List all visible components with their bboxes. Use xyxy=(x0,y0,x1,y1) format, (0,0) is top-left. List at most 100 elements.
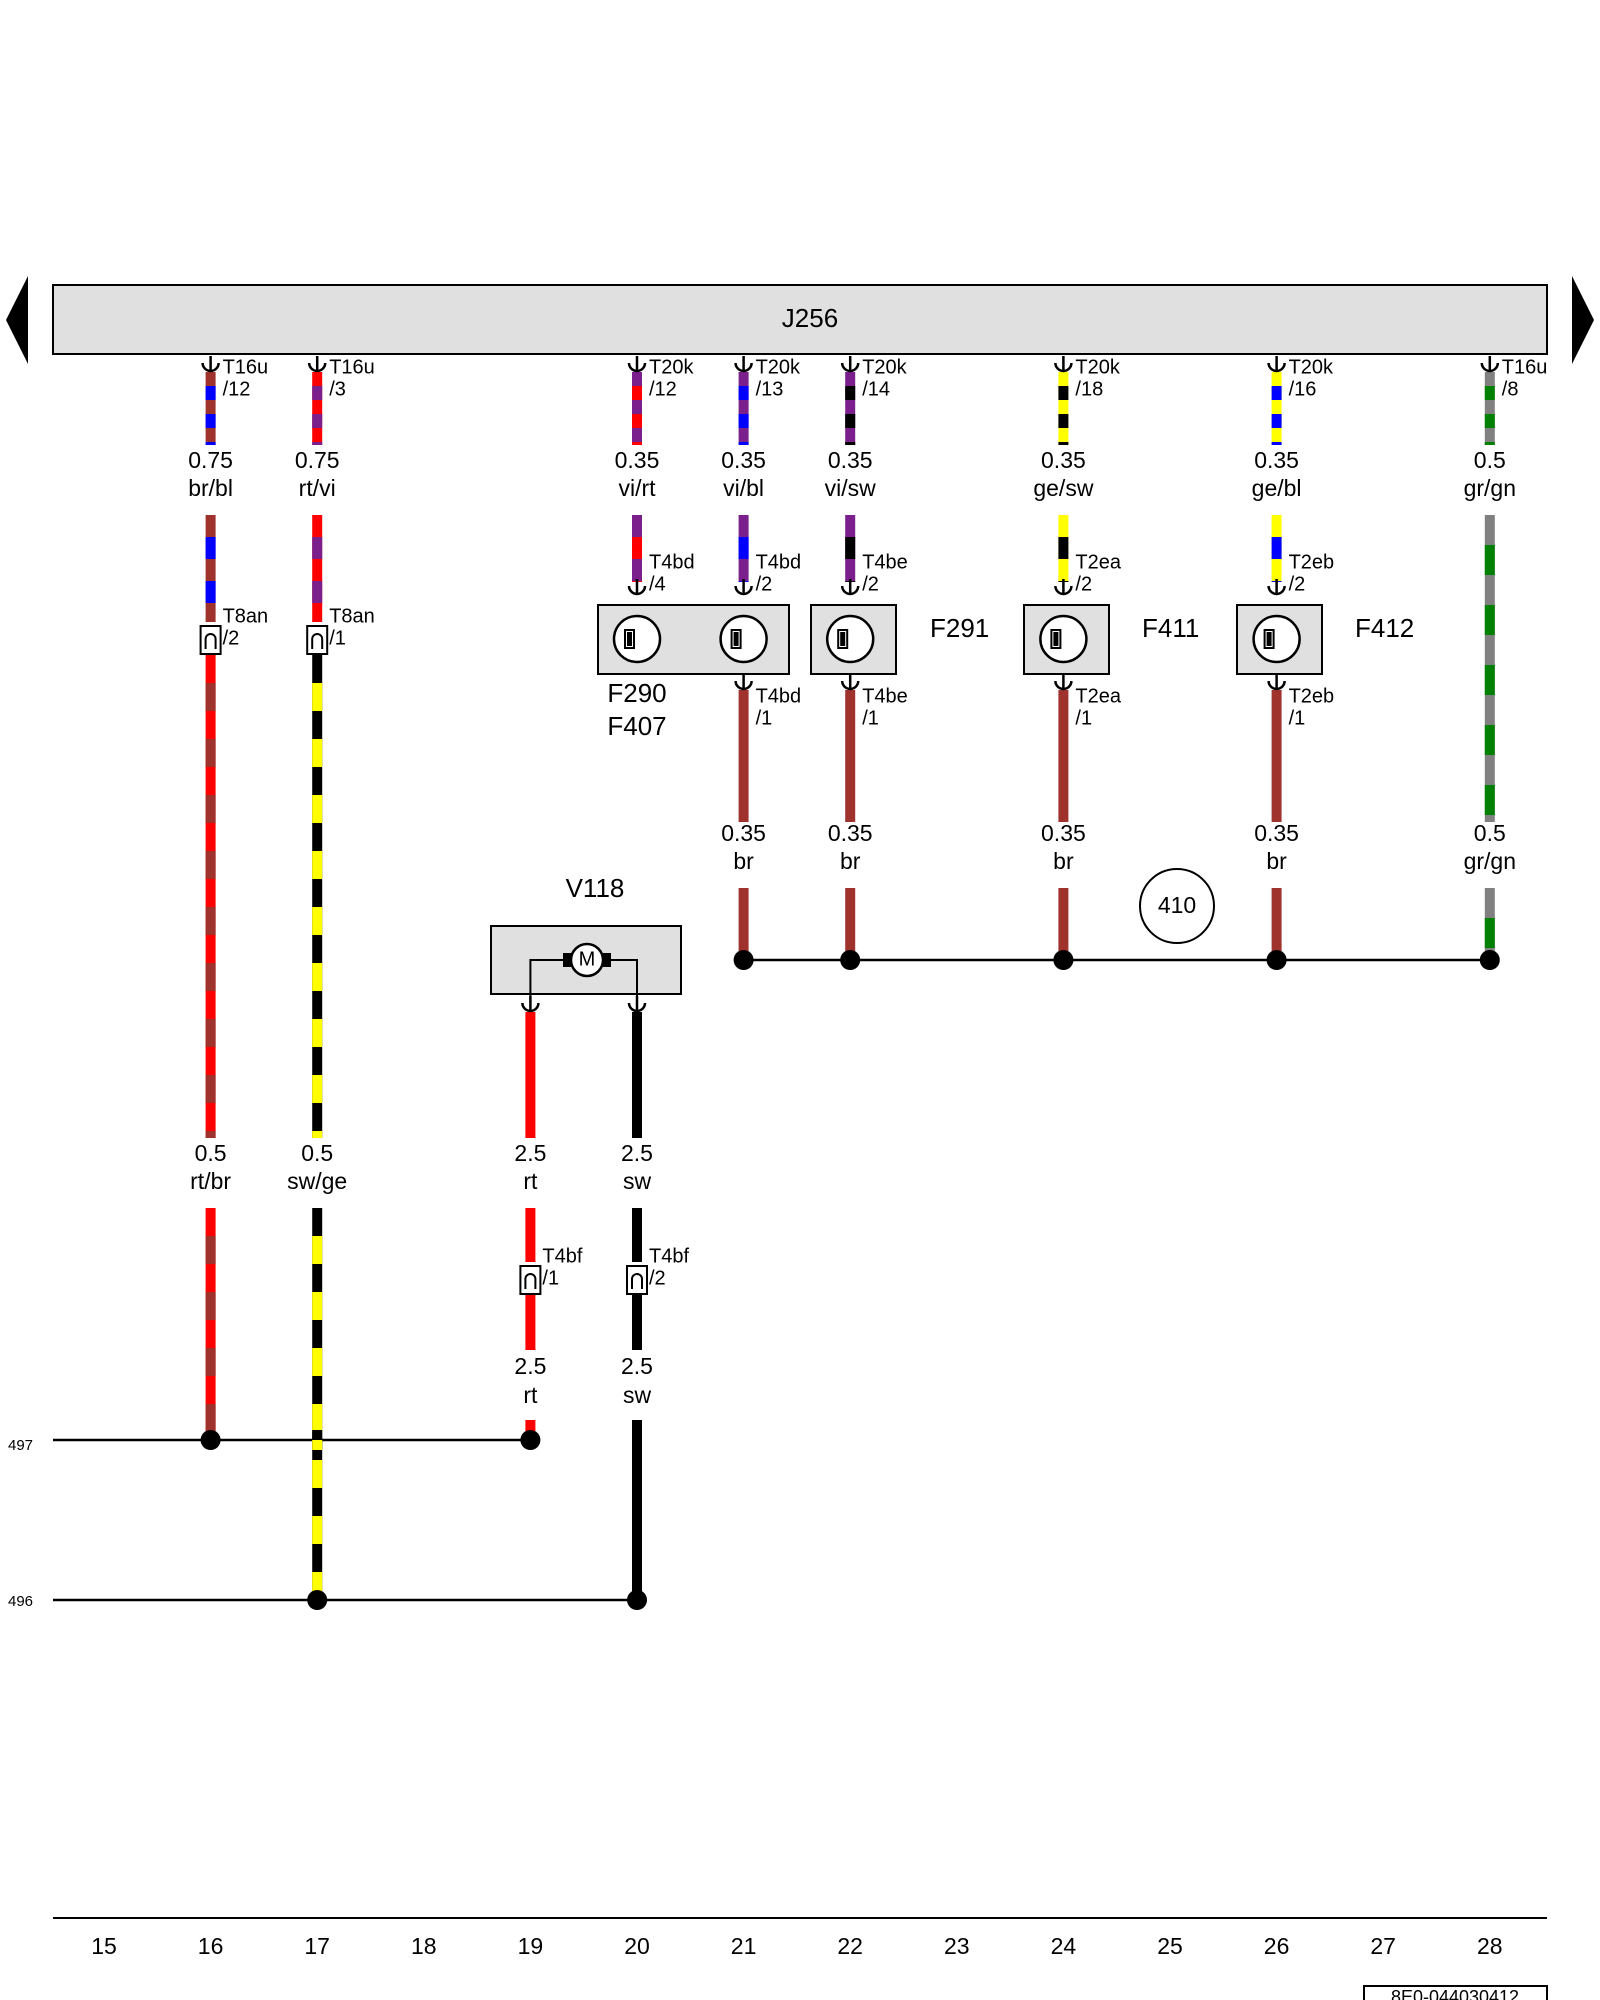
components-layer xyxy=(199,356,1500,1610)
wire-col-24-out-color: br xyxy=(1053,848,1074,874)
wire-col-16-inline-pin: /2 xyxy=(223,627,240,649)
motor-wire-col-19-inline-pin: /1 xyxy=(542,1267,559,1289)
wire-col-16-inline-connector: T8an xyxy=(223,605,269,627)
ruler-col-27: 27 xyxy=(1370,1933,1396,1959)
wire-col-16-inline-connector-icon xyxy=(199,625,222,655)
wire-col-24-size: 0.35 xyxy=(1041,447,1086,473)
f291-symbol-icon xyxy=(825,614,875,664)
next-page-arrow-icon[interactable] xyxy=(1572,276,1594,364)
motor-wire-col-19-inline-connector-icon-symbol xyxy=(524,1273,537,1289)
wire-col-26-size: 0.35 xyxy=(1254,447,1299,473)
ruler-col-21: 21 xyxy=(731,1933,757,1959)
ground-point-circle xyxy=(1139,868,1215,944)
wire-col-20-top-pin-connector: T20k xyxy=(649,356,694,378)
wire-col-17-top-pin-pin: /3 xyxy=(329,378,346,400)
ruler-col-16: 16 xyxy=(198,1933,224,1959)
motor-wire-col-20-inline-pin: /2 xyxy=(649,1267,666,1289)
wire-col-26-top-pin-connector: T20k xyxy=(1289,356,1334,378)
motor-symbol: M xyxy=(579,948,596,970)
wire-col-26-color: ge/bl xyxy=(1252,475,1302,501)
motor-wire-col-19-lower-size: 2.5 xyxy=(514,1353,546,1379)
doc-id: 8E0-044030412 xyxy=(1391,1987,1519,2000)
wire-col-20-top-pin-pin: /12 xyxy=(649,378,677,400)
wire-col-16-top-pin-pin: /12 xyxy=(223,378,251,400)
motor-wire-col-19-inline-connector: T4bf xyxy=(542,1245,582,1267)
f290-symbol-icon xyxy=(612,614,662,664)
wire-col-24-top-pin-pin: /18 xyxy=(1075,378,1103,400)
wire-col-24-out-size: 0.35 xyxy=(1041,820,1086,846)
wire-col-22-out-color: br xyxy=(840,848,861,874)
wire-col-16-lower-color: rt/br xyxy=(190,1168,231,1194)
ruler-col-26: 26 xyxy=(1264,1933,1290,1959)
wire-col-22-sensor-pin-connector: T4be xyxy=(862,551,908,573)
motor-wire-col-19-size: 2.5 xyxy=(514,1140,546,1166)
motor-brush-left xyxy=(563,953,571,967)
wire-col-16-top-pin-connector: T16u xyxy=(223,356,269,378)
ruler-col-22: 22 xyxy=(837,1933,863,1959)
f291-symbol-icon-element-fill xyxy=(840,632,846,646)
wire-col-24-color: ge/sw xyxy=(1033,475,1093,501)
label-f291: F291 xyxy=(930,613,989,643)
wire-col-22-size: 0.35 xyxy=(828,447,873,473)
bus-497-node-col-19 xyxy=(520,1430,541,1450)
wire-col-22-ground-node xyxy=(840,950,861,970)
ruler-col-20: 20 xyxy=(624,1933,650,1959)
control-unit-j256 xyxy=(52,284,1548,355)
wire-col-21-sensor-pin-pin: /2 xyxy=(756,573,773,595)
wire-col-28-size2: 0.5 xyxy=(1474,820,1506,846)
wire-col-26-ground-node xyxy=(1266,950,1287,970)
bus-ref-497: 497 xyxy=(8,1437,33,1454)
wire-col-22-sensor-pin-pin: /2 xyxy=(862,573,879,595)
wire-col-17-lower-size: 0.5 xyxy=(301,1140,333,1166)
wire-col-21-sensor-pin-connector: T4bd xyxy=(756,551,802,573)
wire-col-16-lower-size: 0.5 xyxy=(195,1140,227,1166)
wire-col-16-size: 0.75 xyxy=(188,447,233,473)
wire-col-17-inline-pin: /1 xyxy=(329,627,346,649)
ruler-col-24: 24 xyxy=(1051,1933,1077,1959)
label-f407: F407 xyxy=(607,711,666,741)
previous-page-arrow-icon[interactable] xyxy=(6,276,28,364)
motor-lead-left xyxy=(529,959,563,1000)
ruler-col-19: 19 xyxy=(518,1933,544,1959)
wire-col-16-inline-connector-icon-symbol xyxy=(204,633,217,649)
label-f290: F290 xyxy=(607,678,666,708)
motor-wire-col-19-color: rt xyxy=(523,1168,538,1194)
wire-col-26-sensor-pin-pin: /2 xyxy=(1289,573,1306,595)
wire-col-17-color: rt/vi xyxy=(299,475,336,501)
ruler-col-15: 15 xyxy=(91,1933,117,1959)
motor-wire-col-20-inline-connector: T4bf xyxy=(649,1245,689,1267)
wire-col-21-top-pin-connector: T20k xyxy=(756,356,801,378)
bus-496-node-col-20 xyxy=(627,1590,647,1610)
f407-symbol-icon-element-fill xyxy=(733,632,739,646)
motor-wire-col-20-color: sw xyxy=(623,1168,652,1194)
label-f412: F412 xyxy=(1355,613,1414,643)
bus-497-node-col-16 xyxy=(200,1430,221,1450)
wire-col-21-out-pin-connector: T4bd xyxy=(756,685,802,707)
wire-col-20-sensor-pin-pin: /4 xyxy=(649,573,666,595)
wire-col-24-sensor-pin-connector: T2ea xyxy=(1075,551,1121,573)
wire-col-20-color: vi/rt xyxy=(618,475,656,501)
f411-symbol-icon xyxy=(1039,614,1088,664)
wire-col-26-top-pin-pin: /16 xyxy=(1289,378,1317,400)
wire-col-16-color: br/bl xyxy=(188,475,233,501)
wire-col-24-top-pin-connector: T20k xyxy=(1075,356,1120,378)
ruler-col-23: 23 xyxy=(944,1933,970,1959)
f411-symbol-icon-element-fill xyxy=(1053,632,1059,646)
wire-col-28-color2: gr/gn xyxy=(1464,848,1516,874)
wire-col-26-sensor-pin-connector: T2eb xyxy=(1289,551,1335,573)
wire-col-22-out-pin-connector: T4be xyxy=(862,685,908,707)
f407-symbol-icon xyxy=(719,614,768,664)
wire-col-24-out-pin-connector: T2ea xyxy=(1075,685,1121,707)
wire-col-26-out-pin-pin: /1 xyxy=(1289,707,1306,729)
wire-col-21-size: 0.35 xyxy=(721,447,766,473)
motor-wire-col-20-inline-connector-icon xyxy=(626,1265,648,1295)
motor-brush-right xyxy=(603,953,611,967)
wire-col-28-top-pin-pin: /8 xyxy=(1502,378,1519,400)
wire-col-21-out-pin-pin: /1 xyxy=(756,707,773,729)
label-f411: F411 xyxy=(1142,613,1199,643)
wire-col-22-out-pin-pin: /1 xyxy=(862,707,879,729)
ruler-col-28: 28 xyxy=(1477,1933,1503,1959)
wire-col-17-inline-connector-icon xyxy=(306,625,329,655)
